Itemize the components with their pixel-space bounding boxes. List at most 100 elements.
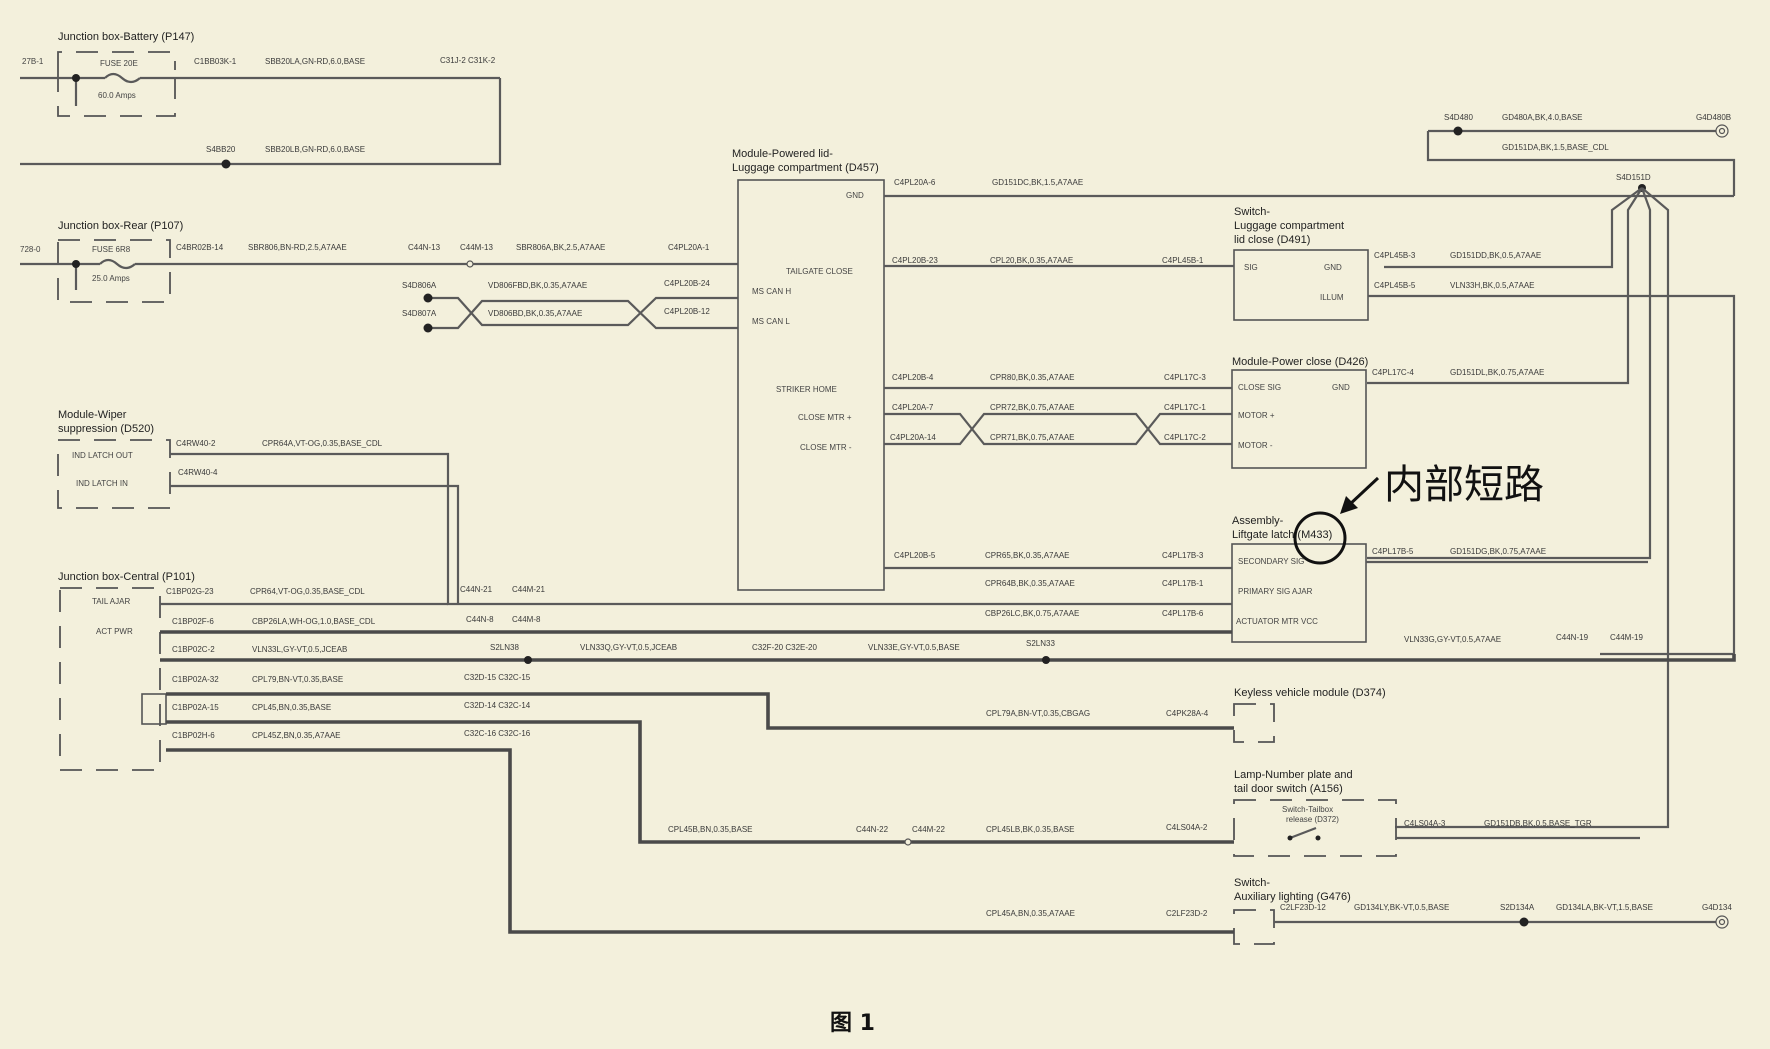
svg-text:GD134LA,BK-VT,1.5,BASE: GD134LA,BK-VT,1.5,BASE [1556,903,1653,912]
jb-battery-title: Junction box-Battery (P147) [58,31,194,43]
svg-text:C4PL20A-7: C4PL20A-7 [892,403,934,412]
svg-text:CPR64B,BK,0.35,A7AAE: CPR64B,BK,0.35,A7AAE [985,579,1075,588]
svg-text:C31J-2 C31K-2: C31J-2 C31K-2 [440,56,496,65]
svg-text:Switch-Tailbox: Switch-Tailbox [1282,805,1333,814]
svg-text:SBB20LB,GN-RD,6.0,BASE: SBB20LB,GN-RD,6.0,BASE [265,145,365,154]
svg-text:Module-Powered lid-: Module-Powered lid- [732,148,833,160]
svg-text:C1BP02C-2: C1BP02C-2 [172,645,215,654]
svg-text:C4PK28A-4: C4PK28A-4 [1166,709,1209,718]
svg-text:C44N-19: C44N-19 [1556,633,1589,642]
svg-text:G4D134: G4D134 [1702,903,1732,912]
svg-text:VD806BD,BK,0.35,A7AAE: VD806BD,BK,0.35,A7AAE [488,309,582,318]
svg-text:S4D151D: S4D151D [1616,173,1651,182]
svg-text:S2LN33: S2LN33 [1026,639,1055,648]
svg-text:Keyless vehicle module (D374): Keyless vehicle module (D374) [1234,687,1386,699]
svg-text:C44M-21: C44M-21 [512,585,545,594]
svg-text:CPL79,BN-VT,0.35,BASE: CPL79,BN-VT,0.35,BASE [252,675,343,684]
keyless-vehicle-module: Keyless vehicle module (D374) C1BP02A-32… [166,673,1386,743]
svg-text:C4LS04A-3: C4LS04A-3 [1404,819,1446,828]
svg-text:Liftgate latch (M433): Liftgate latch (M433) [1232,529,1332,541]
svg-text:Lamp-Number plate and: Lamp-Number plate and [1234,769,1353,781]
svg-text:Junction box-Central (P101): Junction box-Central (P101) [58,571,195,583]
svg-text:S2LN38: S2LN38 [490,643,519,652]
jb-rear-left-pin: 728-0 [20,245,41,254]
svg-text:C32F-20 C32E-20: C32F-20 C32E-20 [752,643,817,652]
svg-text:VLN33G,GY-VT,0.5,A7AAE: VLN33G,GY-VT,0.5,A7AAE [1404,635,1501,644]
svg-text:MS CAN H: MS CAN H [752,287,791,296]
svg-text:C44N-13: C44N-13 [408,243,441,252]
svg-text:SBR806A,BK,2.5,A7AAE: SBR806A,BK,2.5,A7AAE [516,243,605,252]
svg-text:GD151DD,BK,0.5,A7AAE: GD151DD,BK,0.5,A7AAE [1450,251,1541,260]
annotation-text: 内部短路 [1384,462,1544,508]
wire-rear-labels: C4BR02B-14 SBR806,BN-RD,2.5,A7AAE C44N-1… [176,243,710,252]
svg-text:C4PL20A-6: C4PL20A-6 [894,178,936,187]
svg-text:C44N-21: C44N-21 [460,585,493,594]
svg-text:GD480A,BK,4.0,BASE: GD480A,BK,4.0,BASE [1502,113,1583,122]
svg-text:CPR64,VT-OG,0.35,BASE_CDL: CPR64,VT-OG,0.35,BASE_CDL [250,587,365,596]
svg-text:C44M-19: C44M-19 [1610,633,1643,642]
svg-text:Switch-: Switch- [1234,206,1270,218]
svg-text:C4PL20B-5: C4PL20B-5 [894,551,936,560]
junction-box-battery: Junction box-Battery (P147) 27B-1 FUSE 2… [20,31,502,169]
svg-text:CPR71,BK,0.75,A7AAE: CPR71,BK,0.75,A7AAE [990,433,1075,442]
svg-text:GND: GND [1324,263,1342,272]
svg-text:IND LATCH IN: IND LATCH IN [76,479,128,488]
svg-text:MOTOR -: MOTOR - [1238,441,1273,450]
svg-text:C4LS04A-2: C4LS04A-2 [1166,823,1208,832]
svg-text:GD134LY,BK-VT,0.5,BASE: GD134LY,BK-VT,0.5,BASE [1354,903,1449,912]
svg-text:GD151DB,BK,0.5,BASE_TGR: GD151DB,BK,0.5,BASE_TGR [1484,819,1592,828]
svg-text:C44M-22: C44M-22 [912,825,945,834]
svg-text:C32D-14 C32C-14: C32D-14 C32C-14 [464,701,531,710]
figure-caption: 图 1 [830,1011,875,1036]
svg-text:ILLUM: ILLUM [1320,293,1344,302]
svg-text:C4PL45B-1: C4PL45B-1 [1162,256,1204,265]
svg-text:Module-Wiper: Module-Wiper [58,409,127,421]
svg-text:GD151DG,BK,0.75,A7AAE: GD151DG,BK,0.75,A7AAE [1450,547,1546,556]
svg-text:C2LF23D-2: C2LF23D-2 [1166,909,1208,918]
svg-text:ACTUATOR MTR VCC: ACTUATOR MTR VCC [1236,617,1318,626]
svg-text:C32D-15 C32C-15: C32D-15 C32C-15 [464,673,531,682]
svg-text:S4D807A: S4D807A [402,309,437,318]
svg-text:C4PL20B-24: C4PL20B-24 [664,279,710,288]
svg-text:TAILGATE CLOSE: TAILGATE CLOSE [786,267,853,276]
svg-text:CPR64A,VT-OG,0.35,BASE_CDL: CPR64A,VT-OG,0.35,BASE_CDL [262,439,383,448]
liftgate-latch: Assembly- Liftgate latch (M433) SECONDAR… [884,511,1648,643]
svg-text:CLOSE MTR -: CLOSE MTR - [800,443,852,452]
short-circuit-marker [1293,511,1347,565]
auxiliary-lighting-switch: Switch- Auxiliary lighting (G476) C1BP02… [166,729,1732,945]
svg-text:C32C-16 C32C-16: C32C-16 C32C-16 [464,729,531,738]
svg-text:CLOSE MTR +: CLOSE MTR + [798,413,852,422]
number-plate-lamp-switch: Lamp-Number plate and tail door switch (… [166,701,1640,857]
svg-text:C1BP02A-32: C1BP02A-32 [172,675,219,684]
svg-text:CBP26LA,WH-OG,1.0,BASE_CDL: CBP26LA,WH-OG,1.0,BASE_CDL [252,617,376,626]
svg-text:Assembly-: Assembly- [1232,515,1284,527]
svg-text:S4D480: S4D480 [1444,113,1473,122]
svg-text:tail door switch (A156): tail door switch (A156) [1234,783,1343,795]
powered-lid-module: Module-Powered lid- Luggage compartment … [732,148,885,591]
svg-text:GND: GND [1332,383,1350,392]
svg-text:MS CAN L: MS CAN L [752,317,790,326]
svg-text:C4PL17B-5: C4PL17B-5 [1372,547,1414,556]
svg-text:STRIKER HOME: STRIKER HOME [776,385,837,394]
svg-text:C1BP02F-6: C1BP02F-6 [172,617,214,626]
svg-text:CLOSE SIG: CLOSE SIG [1238,383,1281,392]
svg-text:CPL45,BN,0.35,BASE: CPL45,BN,0.35,BASE [252,703,331,712]
svg-text:Auxiliary lighting (G476): Auxiliary lighting (G476) [1234,891,1351,903]
svg-text:VD806FBD,BK,0.35,A7AAE: VD806FBD,BK,0.35,A7AAE [488,281,587,290]
svg-text:ACT PWR: ACT PWR [96,627,133,636]
svg-text:MOTOR +: MOTOR + [1238,411,1275,420]
power-close-module: Module-Power close (D426) CLOSE SIG GND … [884,356,1544,469]
wiper-suppression-module: Module-Wiper suppression (D520) IND LATC… [57,409,1232,606]
svg-text:C4RW40-2: C4RW40-2 [176,439,216,448]
jb-rear-fuse: FUSE 6R8 [92,245,131,254]
svg-text:C44M-8: C44M-8 [512,615,541,624]
svg-text:C2LF23D-12: C2LF23D-12 [1280,903,1326,912]
svg-text:C4PL17C-3: C4PL17C-3 [1164,373,1206,382]
svg-text:TAIL AJAR: TAIL AJAR [92,597,130,606]
svg-text:C4PL17C-2: C4PL17C-2 [1164,433,1206,442]
wire-battery-labels: C1BB03K-1 SBB20LA,GN-RD,6.0,BASE C31J-2 … [194,56,496,154]
svg-text:C1BP02A-15: C1BP02A-15 [172,703,219,712]
svg-text:GD151DA,BK,1.5,BASE_CDL: GD151DA,BK,1.5,BASE_CDL [1502,143,1609,152]
svg-text:CPR80,BK,0.35,A7AAE: CPR80,BK,0.35,A7AAE [990,373,1075,382]
svg-text:VLN33H,BK,0.5,A7AAE: VLN33H,BK,0.5,A7AAE [1450,281,1535,290]
